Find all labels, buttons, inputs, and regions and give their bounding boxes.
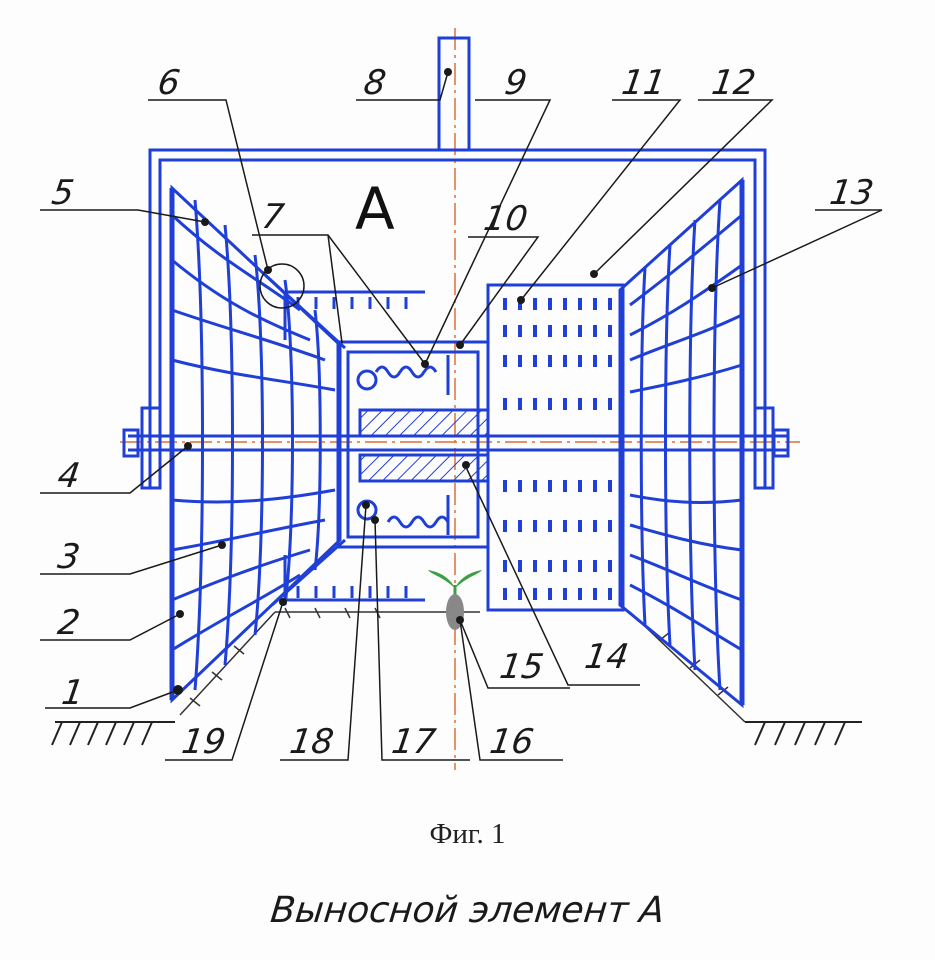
roller xyxy=(486,283,625,612)
section-letter: А xyxy=(355,175,395,243)
ground-left xyxy=(51,721,175,746)
right-disc xyxy=(618,176,745,709)
callout-12: 12 xyxy=(709,63,759,103)
callout-16: 16 xyxy=(487,722,537,762)
callout-18: 18 xyxy=(287,722,337,762)
left-disc xyxy=(169,184,342,704)
blades xyxy=(259,263,425,607)
callout-19: 19 xyxy=(179,722,229,762)
callout-17: 17 xyxy=(389,722,439,762)
leader-lines xyxy=(40,71,883,761)
figure-subtitle: Выносной элемент А xyxy=(268,890,667,931)
callout-13: 13 xyxy=(827,173,877,213)
callout-7: 7 xyxy=(259,197,287,237)
central-hub xyxy=(336,340,490,549)
ground-right xyxy=(745,721,862,746)
callout-15: 15 xyxy=(497,647,547,687)
plant-icon xyxy=(428,570,482,630)
centre-axes xyxy=(120,28,800,770)
callout-11: 11 xyxy=(619,63,669,103)
figure-caption: Фиг. 1 xyxy=(429,818,506,850)
callout-10: 10 xyxy=(481,199,531,239)
callout-14: 14 xyxy=(582,637,632,677)
